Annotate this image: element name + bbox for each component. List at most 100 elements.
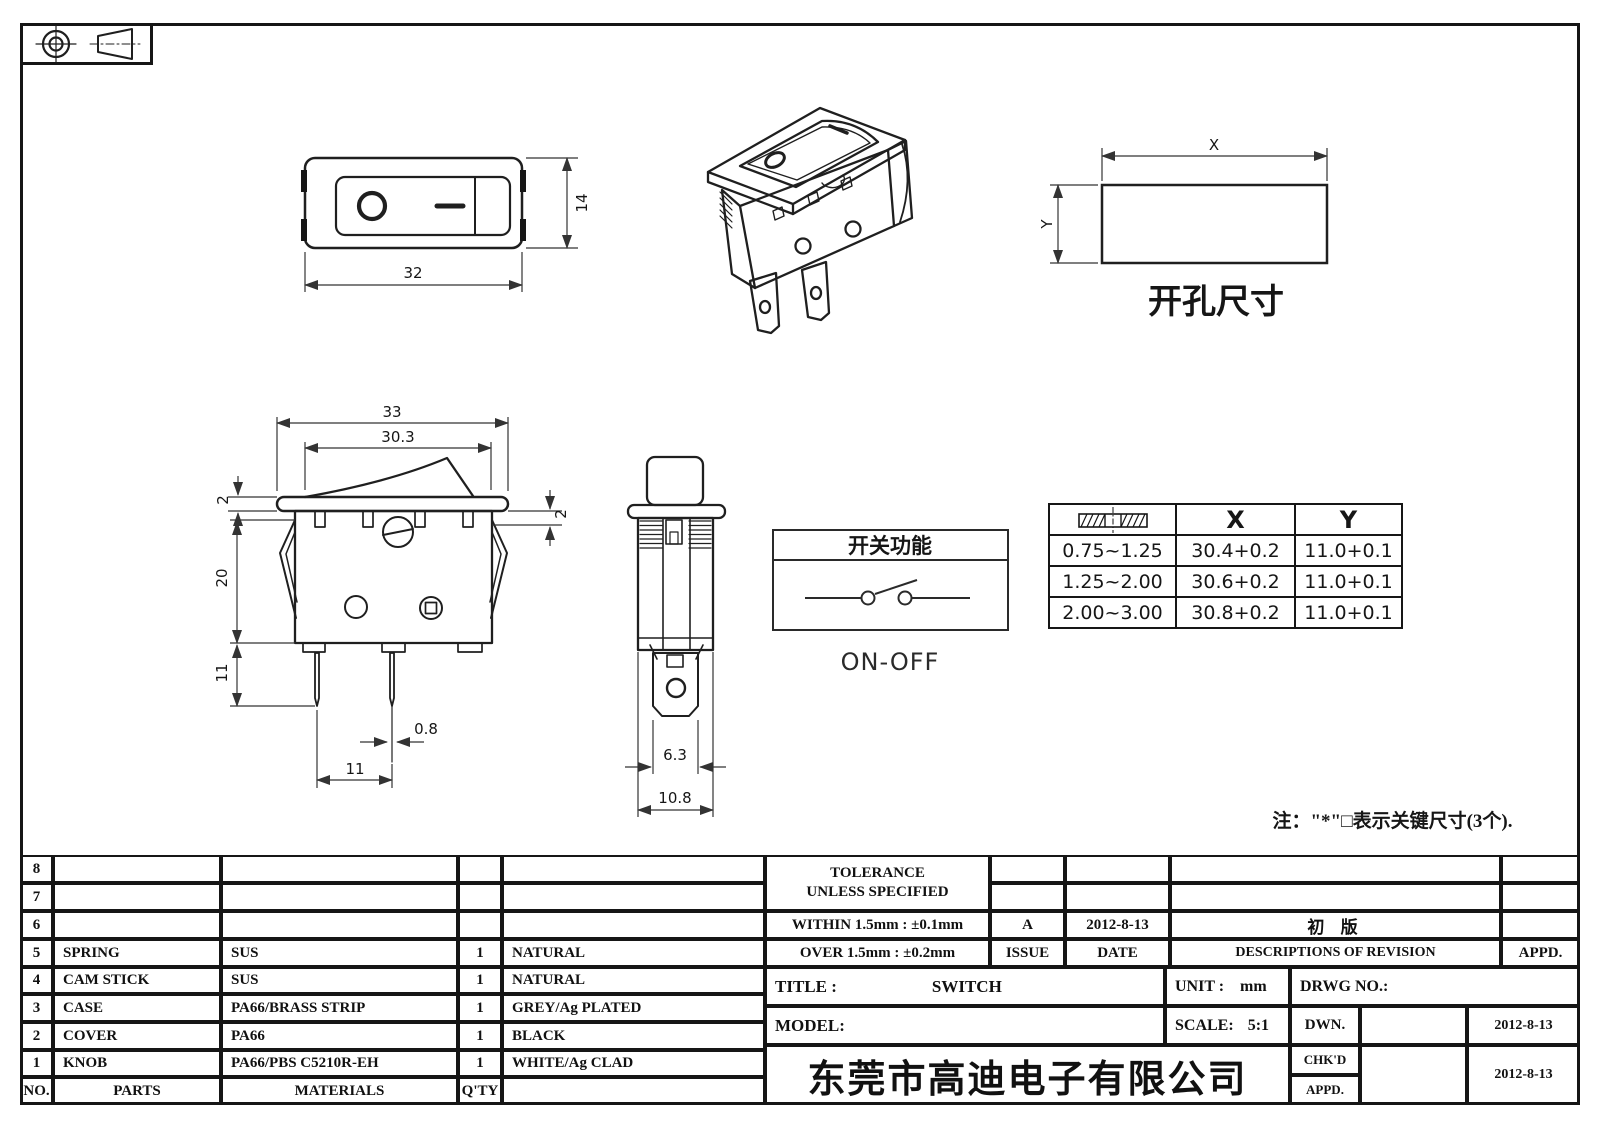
panel-row: 0.75~1.25 30.4+0.2 11.0+0.1 xyxy=(1048,534,1403,567)
bom-qty: 1 xyxy=(458,1022,502,1050)
revision-empty-cell xyxy=(1065,883,1170,911)
terminal-pin xyxy=(389,652,395,707)
revision-date-label: DATE xyxy=(1065,939,1170,967)
hole-caption: 开孔尺寸 xyxy=(1148,282,1284,322)
panel-col-x: X xyxy=(1175,503,1296,536)
spst-switch-symbol xyxy=(805,579,970,606)
bom-qty xyxy=(458,883,502,911)
dim-11-horizontal: 11 xyxy=(345,760,364,778)
bom-finish: GREY/Ag PLATED xyxy=(502,994,765,1022)
dim-x: X xyxy=(1209,136,1219,154)
thickness-range: 1.25~2.00 xyxy=(1048,565,1177,598)
revision-empty-cell xyxy=(990,883,1065,911)
panel-thickness-icon xyxy=(1077,506,1148,533)
front-view: 32 14 xyxy=(301,156,591,292)
scale-value: 5:1 xyxy=(1247,1016,1270,1034)
bom-part: COVER xyxy=(53,1022,221,1050)
unit-label: UNIT : xyxy=(1175,977,1225,995)
projection-symbol xyxy=(20,23,153,65)
revision-empty-cell xyxy=(1170,883,1501,911)
projection-cone-icon xyxy=(89,28,141,60)
front-view-outline xyxy=(301,156,526,250)
dim-32: 32 xyxy=(403,264,422,282)
bom-qty xyxy=(458,855,502,883)
terminal-pin xyxy=(314,652,320,707)
revision-empty-cell xyxy=(1170,855,1501,883)
projection-box xyxy=(20,23,153,65)
dim-y: Y xyxy=(1038,219,1056,230)
bom-no: 2 xyxy=(20,1022,53,1050)
bom-finish xyxy=(502,855,765,883)
title-value: SWITCH xyxy=(931,976,1002,996)
revision-description-label: DESCRIPTIONS OF REVISION xyxy=(1170,939,1501,967)
bom-qty: 1 xyxy=(458,994,502,1022)
rocker-knob xyxy=(645,455,705,507)
rivet xyxy=(419,596,443,620)
bom-part: SPRING xyxy=(53,939,221,967)
switch-body xyxy=(293,509,494,645)
tolerance-over: OVER 1.5mm : ±0.2mm xyxy=(765,939,990,967)
side-view-outline xyxy=(275,456,510,763)
function-label: ON-OFF xyxy=(841,648,940,676)
rocker-O-mark xyxy=(356,190,388,222)
scale-cell: SCALE: 5:1 xyxy=(1165,1006,1290,1045)
front-view-dimensions xyxy=(304,157,578,292)
end-view-outline xyxy=(626,455,727,717)
rocker-O-mark xyxy=(764,151,786,169)
rocker-profile xyxy=(303,456,475,499)
isometric-outline xyxy=(706,106,914,335)
side-view: 33 30.3 2 2 20 11 11 0.8 xyxy=(213,403,570,788)
key-dimension-note: 注："*"□表示关键尺寸(3个). xyxy=(1272,811,1513,832)
bom-material: PA66 xyxy=(221,1022,458,1050)
dim-20: 20 xyxy=(213,568,231,587)
title-label: TITLE : xyxy=(775,976,837,996)
side-view-dimensions xyxy=(228,417,562,788)
model-cell: MODEL: xyxy=(765,1006,1165,1045)
rivet xyxy=(844,220,862,238)
bom-part xyxy=(53,855,221,883)
thickness-range: 2.00~3.00 xyxy=(1048,596,1177,629)
bom-material: SUS xyxy=(221,939,458,967)
y-value: 11.0+0.1 xyxy=(1294,565,1403,598)
revision-empty-cell xyxy=(1501,883,1580,911)
rivet xyxy=(794,237,812,255)
tolerance-line1: TOLERANCE xyxy=(830,865,925,881)
bom-material: SUS xyxy=(221,967,458,994)
flange xyxy=(626,503,727,520)
switch-body xyxy=(636,516,715,652)
rivet xyxy=(344,595,368,619)
bom-qty: 1 xyxy=(458,967,502,994)
revision-empty-cell xyxy=(1501,855,1580,883)
revision-empty-cell xyxy=(990,855,1065,883)
drwg-no-cell: DRWG NO.: xyxy=(1290,967,1580,1006)
bom-footer-finish-cell xyxy=(502,1077,765,1105)
mount-clip xyxy=(520,219,526,241)
y-value: 11.0+0.1 xyxy=(1294,534,1403,567)
bom-qty: 1 xyxy=(458,939,502,967)
rib-lines xyxy=(639,520,712,549)
dim-10-8: 10.8 xyxy=(658,789,691,807)
bom-finish: NATURAL xyxy=(502,967,765,994)
dim-2-left: 2 xyxy=(214,495,232,505)
dim-2-right: 2 xyxy=(552,509,570,519)
appd-label: APPD. xyxy=(1290,1075,1360,1105)
tolerance-header: TOLERANCE UNLESS SPECIFIED xyxy=(765,855,990,911)
screw xyxy=(382,516,414,548)
revision-issue-value: A xyxy=(990,911,1065,939)
hole-view-dimensions xyxy=(1050,148,1328,264)
bom-no: 1 xyxy=(20,1050,53,1077)
dim-14: 14 xyxy=(573,193,591,212)
title-block: 8 7 6 5 SPRING SUS 1 NATURAL 4 CAM STICK… xyxy=(20,855,1580,1105)
revision-appd-label: APPD. xyxy=(1501,939,1580,967)
mount-clip xyxy=(301,219,307,241)
dwn-label: DWN. xyxy=(1290,1006,1360,1045)
bom-finish xyxy=(502,883,765,911)
company-name: 东莞市高迪电子有限公司 xyxy=(765,1045,1290,1105)
dwn-signature-cell xyxy=(1360,1006,1467,1045)
flange xyxy=(275,495,510,513)
panel-thickness-table: X Y 0.75~1.25 30.4+0.2 11.0+0.1 1.25~2.0… xyxy=(1048,503,1403,629)
bom-finish: WHITE/Ag CLAD xyxy=(502,1050,765,1077)
dim-33: 33 xyxy=(382,403,401,421)
revision-issue-label: ISSUE xyxy=(990,939,1065,967)
bom-material xyxy=(221,855,458,883)
